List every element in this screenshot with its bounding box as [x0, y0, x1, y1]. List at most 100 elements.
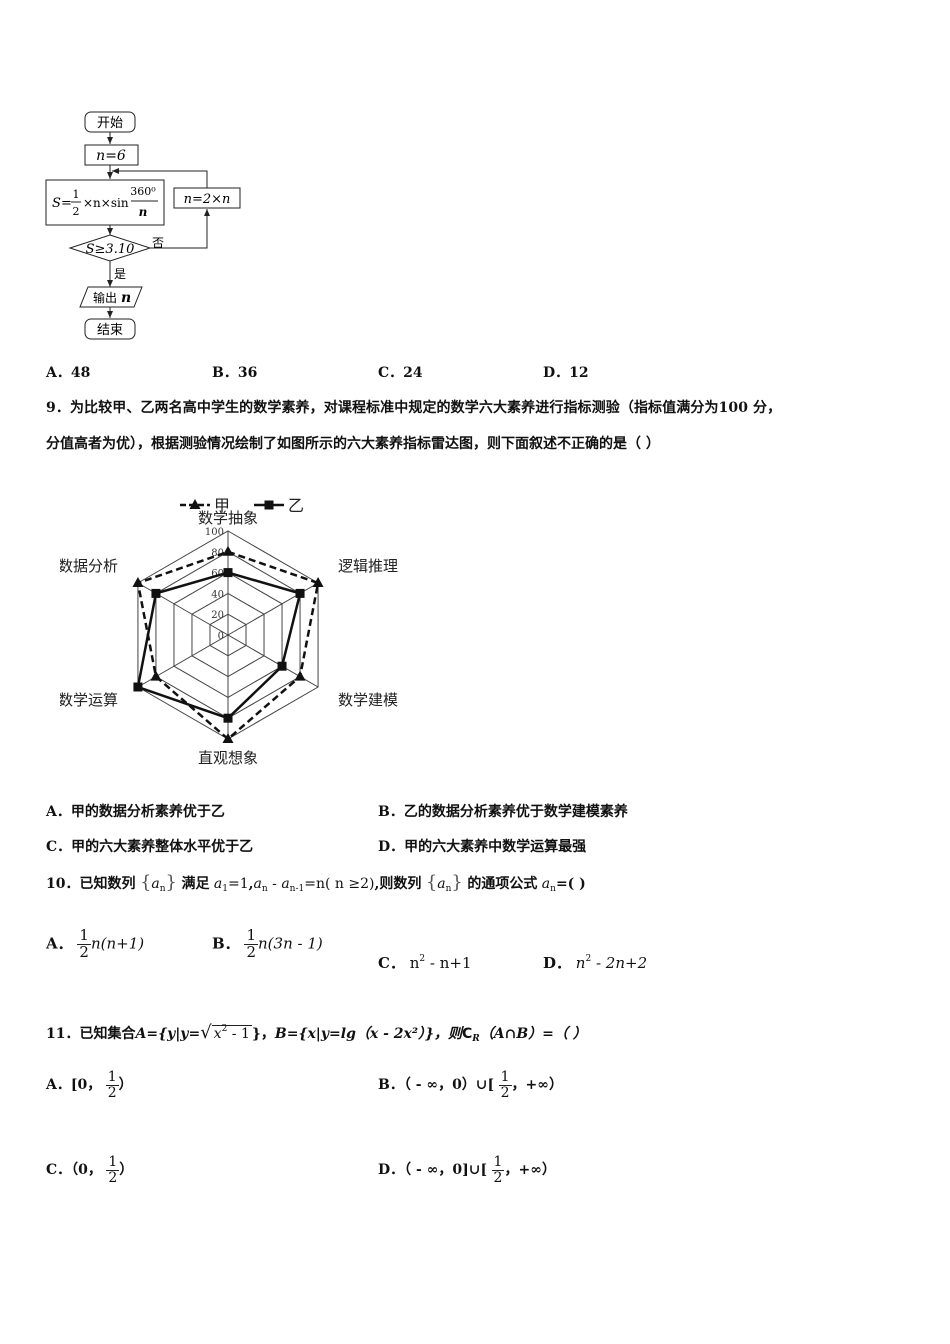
flowchart: 开始 n=6 S = 1 2 ×n×sin 360⁰ n n=2×n S≥3.1…	[45, 111, 241, 340]
option-sup: 2	[419, 954, 426, 964]
radar-axis-label: 逻辑推理	[338, 557, 398, 575]
option-text: 甲的数据分析素养优于乙	[70, 804, 225, 820]
q10-tail: =( )	[555, 876, 586, 892]
flow-formula-lhs: S	[52, 196, 61, 211]
q10-prefix: 10．已知数列	[46, 876, 136, 892]
q10-stem: 10．已知数列 {an} 满足 a1=1,an - an-1=n( n ≥2),…	[46, 872, 586, 894]
option-label: D．	[378, 839, 405, 855]
option-pre: （ - ∞，0]∪[	[404, 1162, 488, 1179]
option-expr-pre: n	[575, 954, 586, 972]
q10-formula-text: 的通项公式	[467, 876, 538, 892]
option-pre: （0，	[71, 1162, 102, 1179]
radar-point-甲	[132, 577, 144, 587]
option-text: 甲的六大素养中数学运算最强	[404, 839, 587, 855]
option-post: ）	[119, 1162, 134, 1179]
frac-num: 1	[107, 1069, 117, 1085]
flow-output-var: n	[121, 290, 131, 306]
option-expr-post: - 2n+2	[591, 954, 648, 972]
q8-option-a: A．48	[46, 362, 90, 382]
option-text: 36	[237, 365, 258, 381]
option-label: A．	[46, 365, 71, 381]
flow-no-label: 否	[152, 236, 164, 250]
q10-a1-rhs: =1	[228, 876, 249, 892]
radar-point-甲	[222, 545, 234, 556]
frac-num: 1	[500, 1069, 510, 1085]
q11-close-a: }，	[251, 1026, 275, 1042]
q9-option-d: D．甲的六大素养中数学运算最强	[378, 836, 586, 856]
q10-seq: a	[151, 876, 160, 892]
q10-option-c: C． n2 - n+1	[378, 952, 472, 973]
q9-option-b: B．乙的数据分析素养优于数学建模素养	[378, 801, 628, 821]
q8-option-d: D．12	[543, 362, 589, 382]
flow-update-text: n=2×n	[184, 192, 231, 207]
frac-den: 2	[106, 1169, 120, 1186]
option-label: C．	[378, 954, 405, 972]
frac-den: 2	[498, 1084, 512, 1101]
option-text: 48	[70, 365, 91, 381]
option-text: 甲的六大素养整体水平优于乙	[71, 839, 254, 855]
q11-prefix: 11．已知集合	[46, 1026, 136, 1042]
complement-sub: R	[472, 1034, 480, 1044]
svg-text:=: =	[61, 196, 72, 211]
q9-option-c: C．甲的六大素养整体水平优于乙	[46, 836, 253, 856]
q10-a1: a	[213, 876, 223, 892]
legend-label-乙: 乙	[288, 496, 304, 515]
q10-option-d: D． n2 - 2n+2	[543, 952, 647, 973]
q10-seq-sub: n	[159, 884, 166, 894]
flow-half-den: 2	[73, 205, 80, 218]
option-label: C．	[378, 365, 404, 381]
flow-condition-text: S≥3.10	[86, 242, 135, 257]
legend-marker-甲	[189, 499, 201, 509]
radar-axis-label: 数学运算	[60, 691, 118, 709]
radar-point-乙	[133, 682, 143, 692]
option-label: A．	[46, 1077, 71, 1094]
q10-an-sub: n	[261, 884, 268, 894]
option-pre: [0，	[70, 1077, 102, 1094]
option-text: 12	[569, 365, 589, 381]
radar-point-乙	[223, 713, 233, 723]
frac-den: 2	[491, 1169, 505, 1186]
option-label: A．	[46, 804, 71, 820]
q11-set-b: B={x|y=lg（x - 2x²）}，则	[274, 1026, 462, 1042]
flow-init-text: n=6	[96, 148, 126, 164]
flow-half-num: 1	[73, 188, 80, 201]
radar-axis-label: 数学抽象	[198, 509, 258, 527]
radar-chart: 100806040200数学抽象逻辑推理数学建模直观想象数学运算数据分析甲乙	[60, 496, 398, 767]
flow-yes-label: 是	[114, 267, 126, 281]
q10-comma: ,	[248, 876, 254, 892]
radar-tick-label: 100	[205, 527, 224, 538]
radar-point-乙	[151, 588, 161, 598]
flow-end-box	[84, 318, 136, 340]
brace-close: }	[165, 872, 177, 893]
flow-formula-box	[45, 179, 165, 226]
frac-num: 1	[108, 1154, 118, 1170]
option-text: 24	[403, 365, 423, 381]
option-text: 乙的数据分析素养优于数学建模素养	[403, 804, 628, 820]
q9-stem-line2: 分值高者为优），根据测验情况绘制了如图所示的六大素养指标雷达图，则下面叙述不正确…	[46, 436, 660, 452]
sqrt-tail: - 1	[227, 1026, 250, 1042]
frac-den: 2	[77, 942, 91, 961]
q10-a1-sub: 1	[222, 884, 228, 894]
radar-point-甲	[312, 577, 324, 587]
sqrt-sup: 2	[221, 1024, 228, 1034]
frac-den: 2	[244, 942, 259, 961]
option-label: D．	[543, 365, 570, 381]
flow-output-label: 输出	[93, 290, 117, 305]
legend-label-甲: 甲	[214, 496, 230, 515]
option-label: B．	[378, 1077, 404, 1094]
frac-den: 2	[105, 1084, 119, 1101]
frac-num: 1	[79, 926, 89, 944]
radar-axis-label: 数据分析	[60, 557, 118, 575]
q10-an1-sub: n-1	[289, 884, 305, 894]
option-label: D．	[378, 1162, 405, 1179]
q10-seq: a	[437, 876, 446, 892]
